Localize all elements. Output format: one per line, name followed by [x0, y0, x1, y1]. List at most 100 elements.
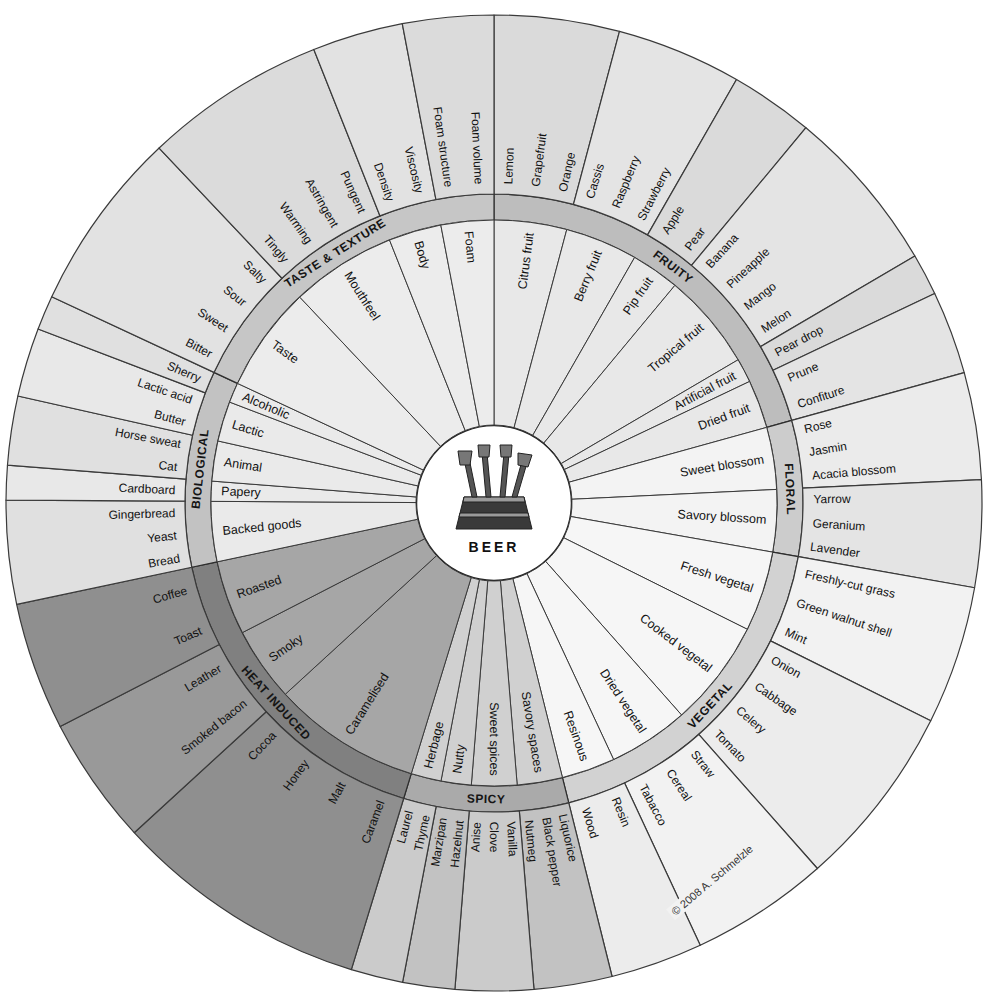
descriptor-label: Bread — [147, 551, 181, 570]
subcategory-label: Sweet blossom — [679, 453, 765, 480]
descriptor-label: Celery — [733, 704, 769, 737]
descriptor-label: Malt — [325, 780, 348, 807]
descriptor-label: Onion — [769, 653, 804, 681]
descriptor-label: Cassis — [583, 162, 607, 201]
descriptor-label: Leather — [182, 662, 224, 695]
descriptor-label: Cardboard — [118, 480, 175, 496]
subcategory-label: Sweet spices — [487, 702, 501, 776]
descriptor-label: Lactic acid — [136, 375, 194, 407]
descriptor-label: Sweet — [195, 305, 231, 335]
subcategory-label: Citrus fruit — [515, 231, 536, 289]
descriptor-label: Pear — [682, 225, 708, 254]
category-label: FRUITY — [650, 248, 695, 287]
subcategory-label: Cooked vegetal — [637, 611, 714, 675]
category-label: HEAT INDUCED — [238, 663, 313, 743]
descriptor-label: Coffee — [151, 583, 189, 606]
subcategory-label: Resinous — [561, 709, 592, 763]
descriptor-label: Yarrow — [813, 492, 850, 506]
descriptor-label: Prune — [785, 360, 820, 385]
subcategory-label: Backed goods — [222, 516, 302, 538]
descriptor-label: Straw — [688, 747, 718, 780]
subcategory-label: Papery — [221, 485, 261, 501]
subcategory-label: Dried fruit — [697, 401, 753, 433]
descriptor-label: Salty — [240, 258, 269, 287]
descriptor-label: Vanilla — [505, 821, 521, 857]
descriptor-label: Butter — [153, 407, 188, 429]
category-label: BIOLOGICAL — [188, 429, 211, 510]
category-label: FLORAL — [781, 463, 797, 515]
descriptor-label: Gingerbread — [108, 506, 175, 522]
descriptor-label: Strawberry — [634, 165, 673, 223]
descriptor-label: Rose — [803, 416, 833, 436]
descriptor-label: Confiture — [795, 383, 846, 411]
descriptor-label: Banana — [703, 231, 741, 271]
descriptor-label: Smoked bacon — [178, 697, 249, 758]
descriptor-label: Bitter — [184, 335, 215, 360]
descriptor-label: Clove — [487, 822, 501, 853]
subcategory-label: Dried vegetal — [597, 666, 649, 735]
descriptor-label: Density — [371, 161, 397, 203]
descriptor-label: Acacia blossom — [811, 462, 896, 483]
descriptor-label: Marzipan — [428, 817, 450, 868]
copyright-note: © 2008 A. Schmelzle — [666, 840, 758, 920]
descriptor-label: Cabbage — [752, 679, 800, 718]
descriptor-label: Mango — [742, 279, 780, 313]
subcategory-label: Roasted — [235, 572, 284, 601]
descriptor-label: Cat — [158, 458, 178, 474]
descriptor-label: Grapefruit — [528, 133, 549, 188]
subcategory-label: Animal — [223, 455, 263, 475]
descriptor-label: Laurel — [393, 809, 415, 845]
descriptor-label: Pungent — [338, 169, 369, 216]
category-label: TASTE & TEXTURE — [282, 216, 388, 291]
category-label: VEGETAL — [685, 678, 736, 731]
category-label: SPICY — [467, 791, 506, 806]
